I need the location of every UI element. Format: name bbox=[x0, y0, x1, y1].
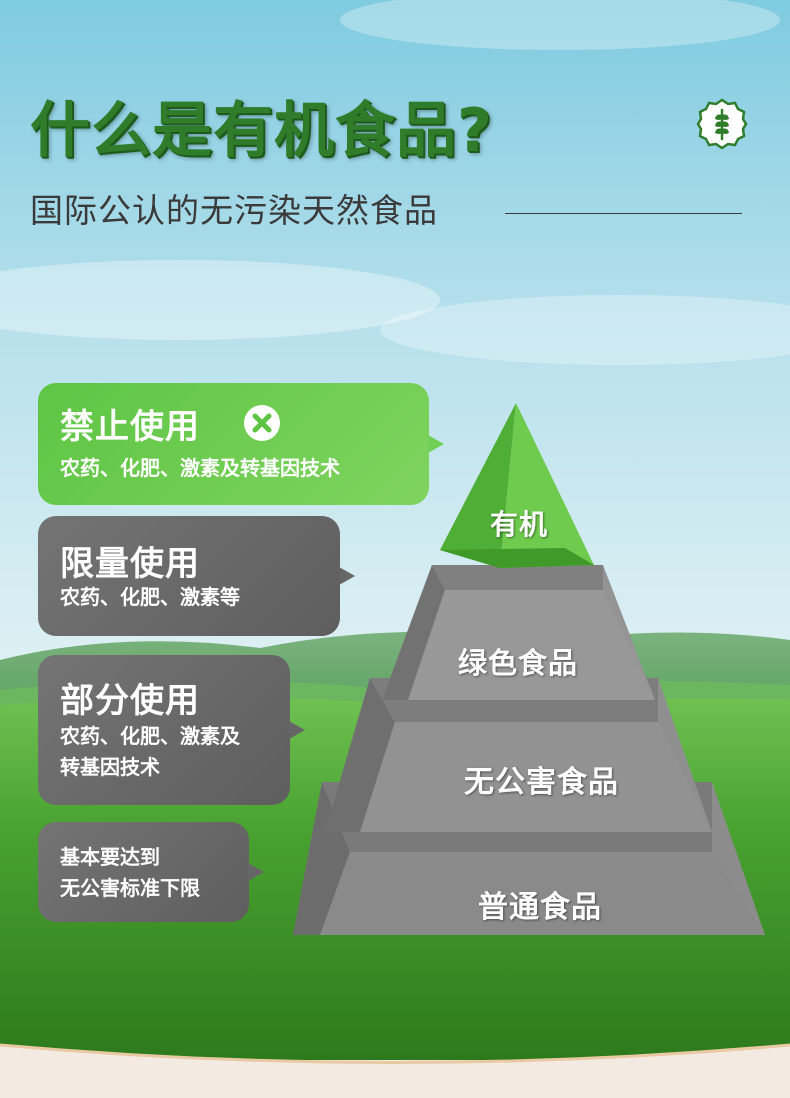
card-description: 农药、化肥、激素及转基因技术 bbox=[60, 456, 340, 480]
pyramid-label-regular: 普通食品 bbox=[478, 890, 602, 925]
pyramid-tier-pollution-free bbox=[325, 678, 712, 832]
card-heading: 限量使用 bbox=[60, 544, 200, 584]
card-description: 农药、化肥、激素等 bbox=[60, 585, 240, 609]
subtitle-divider bbox=[505, 213, 742, 214]
card-description: 基本要达到 无公害标准下限 bbox=[60, 845, 200, 900]
card-organic-prohibited: 禁止使用 农药、化肥、激素及转基因技术 bbox=[38, 383, 444, 505]
card-regular-baseline: 基本要达到 无公害标准下限 bbox=[38, 822, 264, 922]
card-description: 农药、化肥、激素及 转基因技术 bbox=[60, 724, 240, 779]
pyramid-label-organic: 有机 bbox=[490, 508, 549, 541]
pyramid-label-pollution-free: 无公害食品 bbox=[464, 765, 619, 800]
pyramid-tier-green-food bbox=[382, 565, 655, 700]
pyramid-tier-organic bbox=[440, 403, 594, 568]
card-heading: 禁止使用 bbox=[60, 407, 200, 447]
wheat-icon bbox=[696, 98, 748, 150]
card-pointer bbox=[428, 435, 444, 453]
card-heading: 部分使用 bbox=[60, 681, 200, 721]
page-title: 什么是有机食品? bbox=[30, 96, 493, 166]
page-subtitle: 国际公认的无污染天然食品 bbox=[30, 191, 438, 230]
pyramid-label-green-food: 绿色食品 bbox=[458, 646, 579, 680]
card-pointer bbox=[248, 863, 264, 881]
card-pollution-free-partial: 部分使用 农药、化肥、激素及 转基因技术 bbox=[38, 655, 305, 805]
card-green-limited: 限量使用 农药、化肥、激素等 bbox=[38, 516, 355, 636]
card-pointer bbox=[289, 721, 305, 739]
card-pointer bbox=[339, 567, 355, 585]
x-circle-icon bbox=[244, 405, 280, 441]
